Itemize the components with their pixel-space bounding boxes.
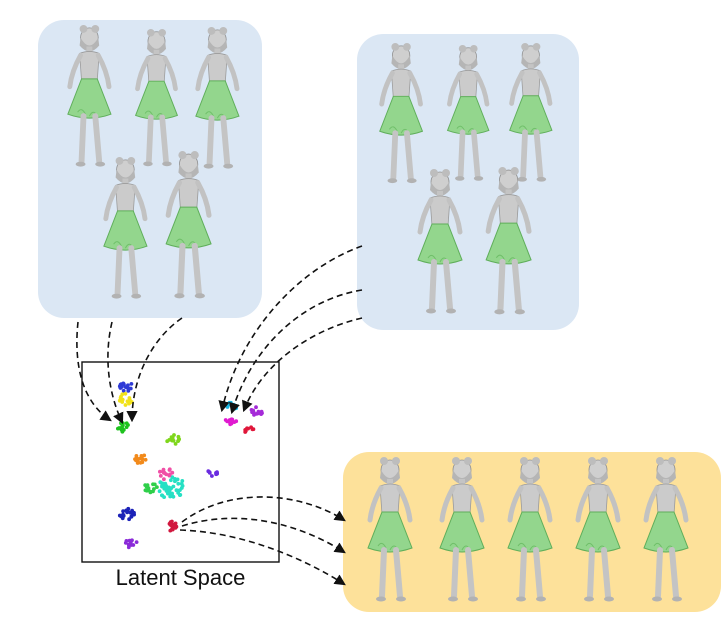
cluster-teal-point [176,491,181,495]
arrow-right-panel-1 [218,245,363,413]
cluster-green-point [120,424,124,429]
cluster-cyan-point [227,400,232,405]
arrow-left-panel-3 [126,317,183,423]
cluster-crimson-point [173,521,178,526]
cluster-yellow-point [127,396,132,400]
cluster-teal-point [162,495,167,499]
cluster-magenta-point [225,419,230,424]
cluster-navy-point [119,514,123,519]
cluster-pink-point [168,472,172,477]
arrow-to-sequence-3 [179,529,346,586]
arrow-right-panel-2 [229,289,363,415]
cluster-green-mid-point [151,482,155,487]
arrow-to-sequence-1 [181,496,346,523]
cluster-yellow-point [117,398,122,403]
cluster-teal-point [170,475,175,480]
cluster-green-point [124,425,129,429]
cluster-teal-point [169,486,174,491]
cluster-green-mid-point [148,489,153,494]
cluster-teal-point [176,481,181,486]
cluster-teal-point [162,486,167,491]
cluster-crimson-point [168,523,173,527]
cluster-green-mid-point [145,483,150,487]
arrow-to-sequence-2 [181,517,346,554]
cluster-purple-low-point [134,540,139,544]
mapping-arrows [76,245,363,586]
cluster-pink-point [158,469,162,474]
cluster-orange-point [138,460,143,465]
cluster-green-point [120,429,125,434]
cluster-blue-top-point [121,388,126,393]
cluster-orange-point [133,457,137,461]
cluster-purple-low-point [126,545,131,550]
cluster-teal-point [180,479,185,483]
cluster-lime-point [173,442,178,446]
latent-scatter [116,381,264,550]
cluster-pink-point [158,474,163,478]
cluster-lime-point [176,438,181,443]
cluster-magenta-point [234,419,239,424]
cluster-green-point [119,421,123,426]
cluster-pink-point [167,468,172,472]
cluster-blue-top-point [129,382,134,386]
cluster-navy-point [127,517,131,522]
cluster-lime-point [171,438,176,443]
cluster-green-mid-point [155,485,159,489]
cluster-violet-point [215,471,220,476]
cluster-teal-point [160,481,165,486]
cluster-lime-point [165,439,170,444]
cluster-yellow-point [120,392,125,397]
cluster-violet-point [210,474,214,478]
cluster-orange-point [139,455,144,459]
cluster-teal-point [174,478,179,482]
cluster-yellow-point [123,391,128,396]
cluster-teal-point [179,486,184,490]
cluster-green-mid-point [152,487,156,491]
cluster-pink-point [161,467,166,472]
cluster-teal-point [170,494,175,498]
latent-space-caption: Latent Space [115,565,246,590]
cluster-purple-low-point [130,538,134,543]
cluster-yellow-point [123,403,128,407]
cluster-purple-point [254,405,258,410]
cluster-blue-top-point [121,381,126,386]
cluster-crimson-point [170,527,174,532]
cluster-red-point [245,426,249,431]
cluster-blue-top-point [119,385,124,389]
cluster-navy-point [132,510,136,515]
cluster-purple-low-point [124,539,129,543]
cluster-navy-point [125,510,130,515]
cluster-teal-point [166,491,170,496]
cluster-purple-point [259,412,263,416]
cluster-lime-point [172,433,176,437]
cluster-blue-top-point [126,383,130,388]
cluster-yellow-point [120,397,125,402]
cluster-teal-point [157,489,162,494]
cluster-lime-point [170,436,175,440]
cluster-red-point [249,425,254,430]
arrow-left-panel-1 [76,321,112,422]
cluster-pink-point [161,470,166,475]
cluster-blue-top-point [126,389,131,393]
cluster-navy-point [128,510,133,515]
cluster-teal-point [174,488,179,493]
latent-space-box [81,361,280,563]
cluster-orange-point [143,457,148,462]
cluster-teal-point [169,478,173,483]
cluster-purple-low-point [126,542,131,547]
cluster-crimson-point [168,520,173,525]
cluster-violet-point [207,471,212,475]
arrow-left-panel-2 [107,321,124,425]
cluster-purple-point [251,408,256,413]
cluster-teal-point [165,486,170,491]
cluster-pink-point [162,477,166,482]
cluster-navy-point [121,509,125,514]
